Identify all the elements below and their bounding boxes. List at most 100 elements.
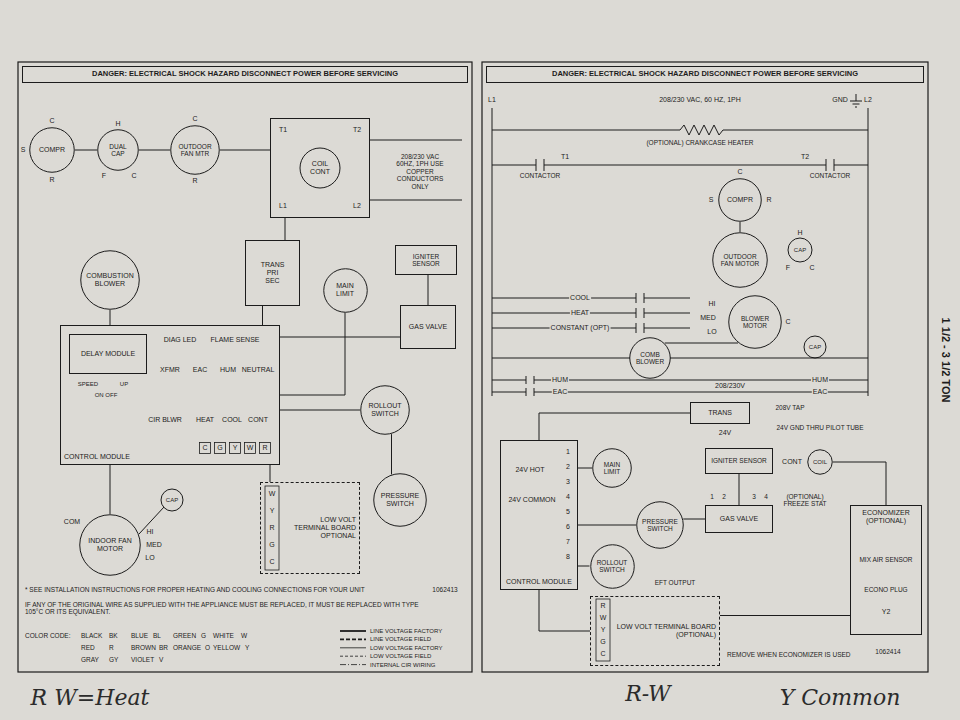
component-circle: PRESSURE SWITCH [636, 501, 684, 549]
text-group: COMPR [727, 196, 753, 204]
text-group: COIL [813, 459, 827, 466]
wire [492, 108, 493, 396]
wire-connector [578, 468, 592, 469]
wire-connector [270, 465, 271, 482]
wiring-label: DIAG LED [163, 336, 198, 344]
wiring-label: Y2 [881, 608, 892, 616]
text-group: GAS VALVE [409, 323, 447, 331]
component-circle: MAIN LIMIT [323, 268, 368, 313]
wiring-label: EAC [192, 366, 208, 374]
wiring-label: T2 [352, 126, 362, 134]
warning-banner: DANGER: ELECTRICAL SHOCK HAZARD DISCONNE… [22, 66, 468, 83]
wire [492, 388, 868, 396]
wire-connector [428, 275, 429, 305]
text-group: MAIN LIMIT [327, 282, 362, 298]
panel-frame [18, 62, 928, 672]
note-text: BK [108, 632, 119, 639]
note-text: BR [158, 644, 169, 651]
wiring-label: 6 [565, 523, 571, 531]
wiring-label: G [216, 444, 223, 452]
circle-outline [808, 450, 833, 475]
wiring-label: C [130, 172, 137, 180]
wiring-label: HUM [811, 376, 829, 384]
wiring-label: R [48, 176, 55, 184]
wiring-label: MIX AIR SENSOR [855, 556, 917, 563]
component-circle: PRESSURE SWITCH [373, 473, 427, 527]
capacitor-symbol [161, 489, 183, 511]
node-text: IGNITER SENSOR [711, 457, 767, 464]
node-text: TRANS [261, 261, 285, 269]
note-text: BLACK [80, 632, 103, 639]
text-group: DUAL CAP [102, 143, 134, 158]
terminal-strip [245, 443, 256, 454]
text-group: COMBUSTION BLOWER [86, 272, 134, 288]
wire-connector [280, 313, 345, 396]
text-group: IGNITER SENSOR [399, 253, 453, 268]
panel-frame [482, 62, 928, 672]
panel-frame [18, 62, 472, 672]
node-text: ROLLOUT SWITCH [365, 402, 405, 418]
wiring-label: G [268, 541, 275, 549]
text-group: IGNITER SENSOR [711, 457, 767, 464]
wiring-label: HI [708, 300, 717, 308]
note-text: WHITE [212, 632, 235, 639]
handwritten-note: R W=Heat [30, 685, 151, 710]
wire [492, 323, 690, 333]
wiring-label: COOL [569, 294, 591, 302]
wiring-label: HUM [551, 376, 569, 384]
wiring-label: 208V TAP [774, 404, 805, 411]
node-text: DUAL CAP [102, 143, 134, 158]
text-group: MAIN LIMIT [597, 461, 627, 476]
node-text: DANGER: ELECTRICAL SHOCK HAZARD DISCONNE… [552, 70, 858, 79]
wiring-label: MED [699, 314, 717, 322]
wire [139, 108, 868, 534]
note-text: G [200, 632, 207, 639]
node-text: IGNITER SENSOR [399, 253, 453, 268]
text-group: DANGER: ELECTRICAL SHOCK HAZARD DISCONNE… [552, 70, 858, 79]
wiring-label: C [201, 444, 208, 452]
circle-outline [30, 128, 75, 173]
wiring-label: 1062414 [874, 648, 901, 655]
wiring-label: G [599, 638, 606, 646]
component-box: GAS VALVE [400, 305, 456, 349]
text-group: DELAY MODULE [81, 350, 135, 358]
component-circle: COIL [807, 449, 833, 475]
capacitor-symbol [788, 238, 812, 262]
node-text: OUTDOOR FAN MOTOR [718, 253, 763, 268]
note-text: O [204, 644, 211, 651]
wiring-label: S [708, 196, 715, 204]
wiring-label: 1062413 [431, 586, 458, 593]
note-text: ORANGE [172, 644, 202, 651]
wire [868, 108, 869, 396]
contactor-coil [300, 148, 340, 188]
text-group: PRESSURE SWITCH [378, 492, 421, 508]
note-text: BLUE [130, 632, 149, 639]
circle-outline [80, 515, 141, 576]
wiring-label: UP [119, 381, 129, 388]
wire-connector [578, 566, 590, 567]
wiring-label: CAP [808, 344, 822, 351]
wire [492, 376, 868, 384]
wiring-label: NEUTRAL [241, 366, 276, 374]
wire-connector [539, 413, 690, 440]
component-circle: BLOWER MOTOR [728, 295, 782, 349]
wiring-label: Y [269, 507, 276, 515]
wiring-label: 4 [763, 493, 769, 500]
node-text: ROLLOUT SWITCH [594, 559, 629, 574]
wiring-label: F [101, 172, 107, 180]
wiring-label: 24V COMMON [507, 496, 556, 504]
circle-outline [374, 474, 427, 527]
wiring-label: 4 [565, 493, 571, 501]
legend-line-sample [340, 630, 366, 632]
component-circle: ROLLOUT SWITCH [590, 544, 635, 589]
wire [370, 140, 462, 141]
node-text: GAS VALVE [720, 515, 758, 523]
legend-text: LINE VOLTAGE FACTORY [370, 628, 442, 635]
wiring-label: L2 [352, 202, 362, 210]
node-text: COMPR [727, 196, 753, 204]
wiring-label: 2 [565, 463, 571, 471]
circle-outline [361, 386, 410, 435]
wiring-label: 208/230V [714, 382, 746, 390]
wiring-label: C [48, 117, 55, 125]
note-text: VIOLET [130, 656, 155, 663]
